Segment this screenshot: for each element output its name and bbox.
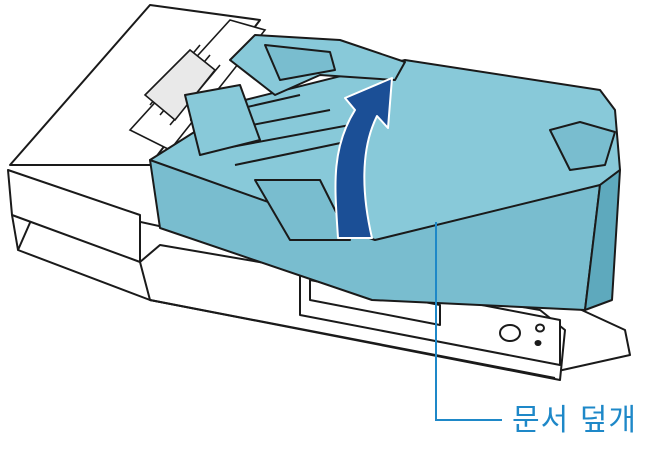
document-cover (149, 34, 621, 311)
indicator-dot (534, 340, 542, 346)
adf-feed-area (128, 19, 267, 152)
callout-leader (435, 222, 502, 421)
scanner-body (7, 4, 631, 381)
document-cover-label: 문서 덮개 (512, 403, 637, 438)
control-buttons (499, 323, 545, 346)
power-button (499, 324, 521, 342)
curved-up-arrow-icon (334, 77, 393, 239)
indicator-light (535, 323, 545, 333)
